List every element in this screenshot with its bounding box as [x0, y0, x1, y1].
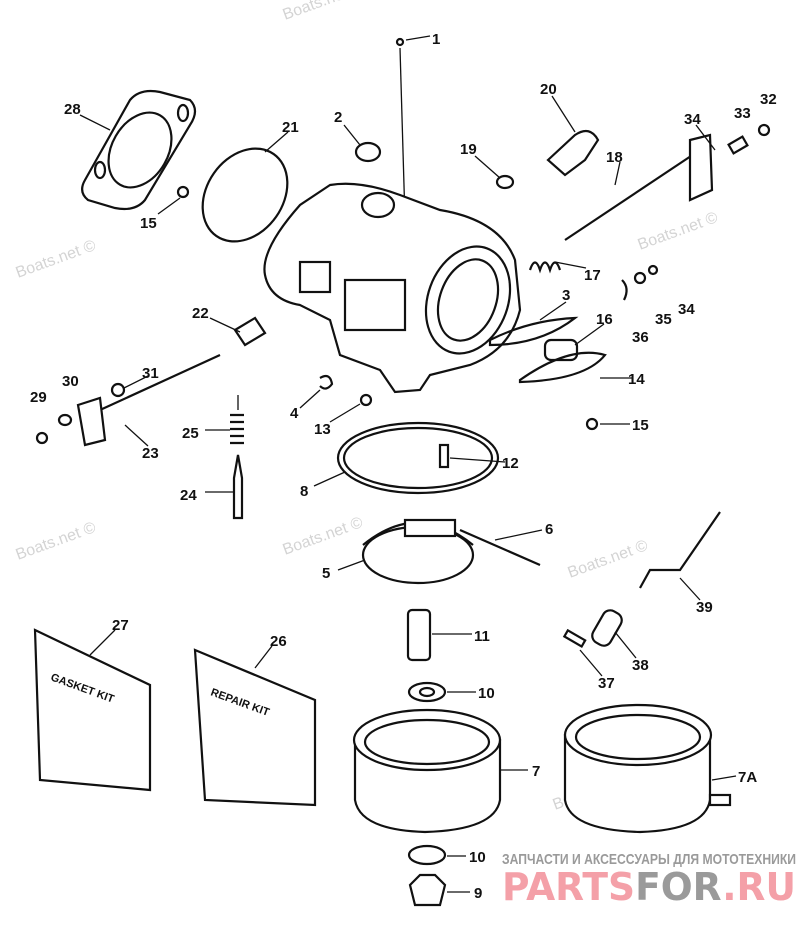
logo-parts: PARTS — [502, 865, 635, 909]
callout-12[interactable]: 12 — [502, 455, 519, 472]
branding-tagline: ЗАПЧАСТИ И АКСЕССУАРЫ ДЛЯ МОТОТЕХНИКИ — [502, 851, 796, 868]
callout-8[interactable]: 8 — [300, 483, 308, 500]
callout-4[interactable]: 4 — [290, 405, 299, 422]
watermark: Boats.net © — [281, 0, 366, 24]
branding-logo: PARTSFOR.RU — [502, 865, 796, 909]
callout-26[interactable]: 26 — [270, 633, 287, 650]
callout-6[interactable]: 6 — [545, 521, 553, 538]
callout-9[interactable]: 9 — [474, 885, 482, 902]
callout-13[interactable]: 13 — [314, 421, 331, 438]
callout-36[interactable]: 36 — [632, 329, 649, 346]
callout-7a[interactable]: 7A — [738, 769, 757, 786]
callout-23[interactable]: 23 — [142, 445, 159, 462]
watermark: Boats.net © — [566, 537, 651, 582]
watermark: Boats.net © — [14, 237, 99, 282]
callout-15[interactable]: 15 — [140, 215, 157, 232]
callout-29[interactable]: 29 — [30, 389, 47, 406]
callout-38[interactable]: 38 — [632, 657, 649, 674]
callout-33[interactable]: 33 — [734, 105, 751, 122]
callout-2[interactable]: 2 — [334, 109, 342, 126]
watermark: Boats.net © — [281, 514, 366, 559]
callout-28[interactable]: 28 — [64, 101, 81, 118]
callout-22[interactable]: 22 — [192, 305, 209, 322]
partsfor-branding: ЗАПЧАСТИ И АКСЕССУАРЫ ДЛЯ МОТОТЕХНИКИ PA… — [502, 851, 796, 909]
callout-35[interactable]: 35 — [655, 311, 672, 328]
callout-34[interactable]: 34 — [678, 301, 695, 318]
callout-3[interactable]: 3 — [562, 287, 570, 304]
parts: GASKET KIT REPAIR KIT — [33, 37, 771, 907]
callout-25[interactable]: 25 — [182, 425, 199, 442]
callout-32[interactable]: 32 — [760, 91, 777, 108]
callout-16[interactable]: 16 — [596, 311, 613, 328]
callout-30[interactable]: 30 — [62, 373, 79, 390]
callout-10[interactable]: 10 — [478, 685, 495, 702]
callout-39[interactable]: 39 — [696, 599, 713, 616]
callout-18[interactable]: 18 — [606, 149, 623, 166]
callout-11[interactable]: 11 — [474, 628, 490, 645]
callout-14[interactable]: 14 — [628, 371, 645, 388]
callout-34[interactable]: 34 — [684, 111, 701, 128]
callout-5[interactable]: 5 — [322, 565, 330, 582]
callout-21[interactable]: 21 — [282, 119, 299, 136]
watermark: Boats.net © — [14, 519, 99, 564]
callout-1[interactable]: 1 — [432, 31, 440, 48]
callout-19[interactable]: 19 — [460, 141, 477, 158]
callout-27[interactable]: 27 — [112, 617, 129, 634]
logo-for: FOR — [635, 865, 722, 909]
callout-15[interactable]: 15 — [632, 417, 649, 434]
callout-20[interactable]: 20 — [540, 81, 557, 98]
callout-7[interactable]: 7 — [532, 763, 540, 780]
leader-lines — [79, 35, 737, 893]
callout-17[interactable]: 17 — [584, 267, 601, 284]
callout-10[interactable]: 10 — [469, 849, 486, 866]
watermark: Boats.net © — [636, 209, 721, 254]
callout-labels: 1 2 3 4 5 6 7 7A 8 9 10 10 11 12 13 14 1… — [30, 31, 777, 902]
callout-37[interactable]: 37 — [598, 675, 615, 692]
callout-24[interactable]: 24 — [180, 487, 197, 504]
callout-31[interactable]: 31 — [142, 365, 159, 382]
logo-ru: .RU — [722, 865, 796, 909]
